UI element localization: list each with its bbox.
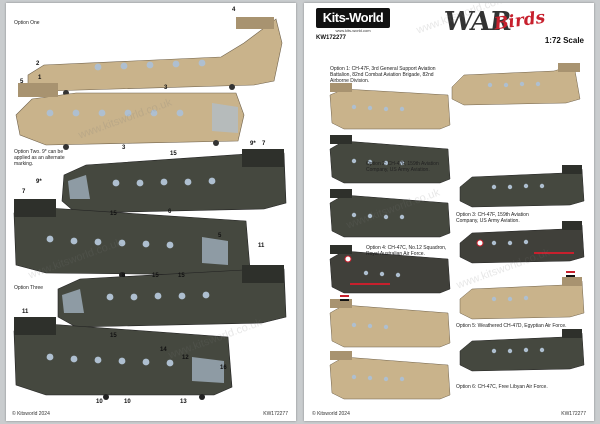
marker: 10 bbox=[124, 399, 131, 405]
decal-sheet-right: Kits-World www.kits-world.com KW172277 W… bbox=[304, 3, 594, 421]
marker: 6 bbox=[168, 209, 172, 215]
heli-green-4-left bbox=[13, 317, 233, 400]
marker: 15 bbox=[178, 273, 185, 279]
option-4-caption: Option 4: CH-47C, No.12 Squadron, Royal … bbox=[366, 245, 447, 257]
heli-opt1-tan-left bbox=[329, 83, 451, 130]
left-helicopter-profiles bbox=[13, 17, 287, 400]
footer-code: KW172277 bbox=[263, 411, 288, 417]
logo-url: www.kits-world.com bbox=[335, 28, 371, 33]
marker: 10 bbox=[96, 399, 103, 405]
marker: 7 bbox=[22, 189, 26, 195]
product-code: KW172277 bbox=[316, 35, 347, 41]
heli-opt3-green-left bbox=[329, 189, 451, 238]
marker: 3 bbox=[164, 85, 168, 91]
marker: 4 bbox=[232, 7, 236, 13]
marker: 7 bbox=[262, 141, 266, 147]
heli-opt5-tan-right bbox=[459, 271, 585, 320]
marker: 9* bbox=[250, 141, 256, 147]
option-6-caption: Option 6: CH-47C, Free Libyan Air Force. bbox=[456, 384, 548, 390]
heli-green-2-left bbox=[13, 199, 251, 278]
marker: 15 bbox=[110, 211, 117, 217]
heli-tan-bottom-left bbox=[15, 83, 245, 150]
marker: 11 bbox=[258, 243, 265, 249]
marker: 14 bbox=[160, 347, 167, 353]
marker: 15 bbox=[170, 151, 177, 157]
marker: 9* bbox=[36, 179, 42, 185]
marker: 13 bbox=[180, 399, 187, 405]
option-2-caption: Option 2: CH-47F, 159th Aviation Company… bbox=[366, 161, 439, 173]
option-1-caption: Option 1: CH-47F, 3rd General Support Av… bbox=[330, 66, 436, 84]
option-three-label: Option Three bbox=[14, 285, 44, 291]
scale-label: 1:72 Scale bbox=[544, 36, 584, 45]
marker: 1 bbox=[38, 75, 42, 81]
heli-tan-top-left bbox=[27, 17, 283, 96]
heli-opt5-tan-left bbox=[329, 295, 451, 348]
option-two-label: Option Two. 9* can be applied as an alte… bbox=[14, 149, 65, 167]
option-one-label: Option One bbox=[14, 20, 40, 26]
heli-green-3-left bbox=[57, 265, 287, 328]
marker: 11 bbox=[22, 309, 29, 315]
marker: 12 bbox=[182, 355, 189, 361]
heli-opt4-green-left bbox=[329, 245, 451, 294]
marker: 5 bbox=[218, 233, 222, 239]
marker: 16 bbox=[220, 365, 227, 371]
right-helicopter-profiles bbox=[329, 63, 585, 400]
heli-opt2-green-right bbox=[459, 165, 585, 208]
heli-green-1-left bbox=[61, 149, 287, 214]
heli-opt1-tan-right bbox=[451, 63, 581, 106]
marker: 8 bbox=[122, 273, 126, 279]
option-5-caption: Option 5: Weathered CH-47D, Egyptian Air… bbox=[456, 323, 567, 329]
heli-opt6-green-right bbox=[459, 329, 585, 372]
kitsworld-logo: Kits-World bbox=[316, 8, 390, 28]
marker: 5 bbox=[20, 79, 24, 85]
footer-code: KW172277 bbox=[561, 411, 586, 417]
heli-opt4-green-right bbox=[459, 221, 585, 264]
heli-opt6-tan-left bbox=[329, 351, 451, 400]
marker: 2 bbox=[36, 61, 40, 67]
marker: 15 bbox=[110, 333, 117, 339]
marker: 15 bbox=[152, 273, 159, 279]
decal-sheet-left: Option One Option Two. 9* can be applied… bbox=[6, 3, 296, 421]
footer-copyright: © Kitsworld 2024 bbox=[312, 411, 350, 417]
option-3-caption: Option 3: CH-47F, 159th Aviation Company… bbox=[456, 212, 529, 224]
footer-copyright: © Kitsworld 2024 bbox=[12, 411, 50, 417]
heli-opt2-green-left bbox=[329, 135, 451, 184]
marker: 3 bbox=[122, 145, 126, 151]
